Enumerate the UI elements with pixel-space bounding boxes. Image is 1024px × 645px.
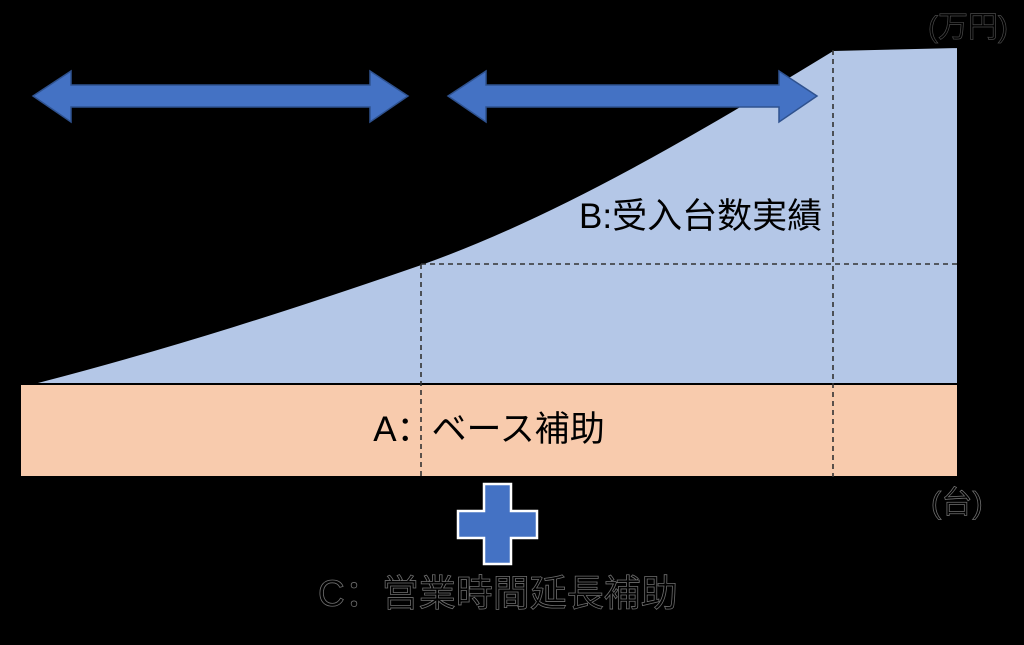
plus-icon — [456, 482, 539, 566]
double-headed-arrow-icon-right — [446, 69, 819, 124]
label-bonus-c: C：営業時間延長補助 — [318, 573, 679, 614]
double-headed-arrow-icon-left — [31, 69, 410, 124]
label-area-b: B:受入台数実績 — [579, 197, 823, 236]
label-unit-bottom-right: (台) — [931, 485, 983, 520]
label-unit-top-right: (万円) — [928, 11, 1009, 45]
label-band-a: A：ベース補助 — [373, 410, 605, 449]
band-a-shape — [19, 383, 959, 478]
